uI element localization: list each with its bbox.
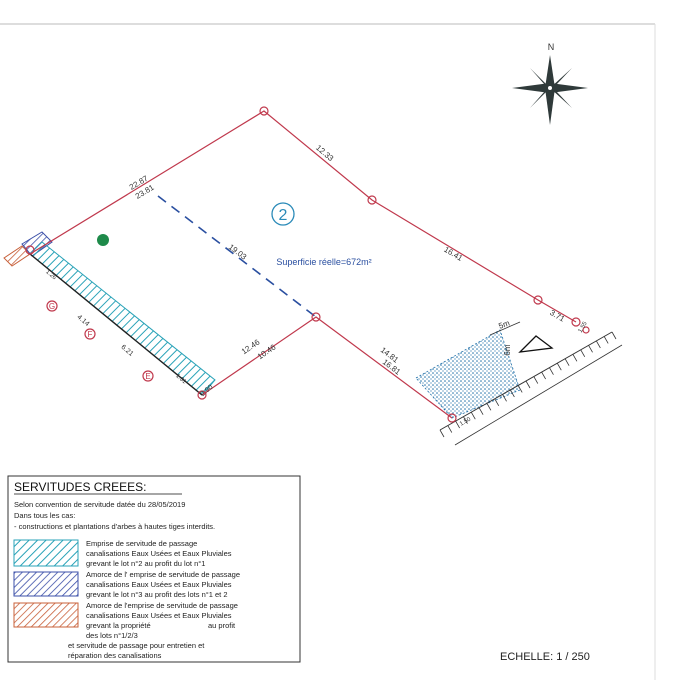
legend-item-3-line-2: canalisations Eaux Usées et Eaux Pluvial… xyxy=(86,611,232,620)
legend-title: SERVITUDES CREEES: xyxy=(14,480,146,494)
road-tick xyxy=(525,380,531,389)
point-f-label: F xyxy=(88,330,93,339)
point-g-label: G xyxy=(49,302,55,311)
boundary-marker xyxy=(259,106,269,116)
dim-left-a: 4.14 xyxy=(75,314,90,328)
road-tick xyxy=(556,362,562,371)
road-tick xyxy=(611,331,617,340)
north-label: N xyxy=(548,42,555,52)
road-tick xyxy=(517,385,523,393)
road-tick xyxy=(502,394,507,402)
dim-right-a: 16.41 xyxy=(442,245,464,263)
road-tick xyxy=(549,367,554,375)
turn-dim-5m: 5m xyxy=(497,318,511,330)
turn-dim-line xyxy=(489,321,521,336)
point-g-marker xyxy=(46,300,58,312)
road-edge-ticks xyxy=(439,331,617,438)
legend-item-2-line-2: canalisations Eaux Usées et Eaux Pluvial… xyxy=(86,580,232,589)
legend-item-1-line-1: Emprise de servitude de passage xyxy=(86,539,197,548)
boundary-marker xyxy=(311,312,321,322)
road-edge-2 xyxy=(454,344,623,446)
legend-swatch-red xyxy=(13,602,79,628)
road-tick xyxy=(494,398,500,407)
legend-item-3-line-4: des lots n°1/2/3 xyxy=(86,631,138,640)
legend-swatch-teal xyxy=(13,539,79,567)
boundary-west xyxy=(29,253,203,396)
boundary-marker xyxy=(25,245,35,255)
boundary-marker xyxy=(533,295,543,305)
dim-right-b: 3.71 xyxy=(548,308,566,324)
north-arrow-icon xyxy=(512,55,588,125)
blue-easement-start xyxy=(21,231,53,257)
road-tick xyxy=(486,403,492,411)
road-tick xyxy=(603,336,609,344)
legend-item-3-au-profit: au profit xyxy=(208,621,236,630)
road-tick xyxy=(470,411,476,420)
dim-tiny-d: 1.50 xyxy=(459,416,473,427)
boundary-marker xyxy=(447,413,457,423)
dim-tiny-c: 1.55 xyxy=(578,320,589,334)
legend-item-3-line-6: réparation des canalisations xyxy=(68,651,162,660)
road-tick xyxy=(455,420,460,429)
legend-item-1-line-2: canalisations Eaux Usées et Eaux Pluvial… xyxy=(86,549,232,558)
road-tick xyxy=(564,358,570,366)
legend-item-2-line-3: grevant le lot n°3 au profit des lots n°… xyxy=(86,590,228,599)
dim-left-b: 6.21 xyxy=(119,344,134,358)
road-tick xyxy=(596,340,601,349)
boundary-marker xyxy=(582,326,590,334)
scale-label: ECHELLE: 1 / 250 xyxy=(500,651,590,663)
point-e-marker xyxy=(142,370,154,382)
legend-item-2-line-1: Amorce de l' emprise de servitude de pas… xyxy=(86,570,240,579)
point-e-label: E xyxy=(145,372,150,381)
legend-intro-2: Dans tous les cas: xyxy=(14,511,75,520)
tree-icon xyxy=(97,234,109,246)
road-tick xyxy=(439,429,445,438)
road-tick xyxy=(572,354,578,362)
lot-number-circle xyxy=(271,202,295,226)
boundary-south xyxy=(201,316,453,419)
boundary-marker xyxy=(367,195,377,205)
lot-number: 2 xyxy=(279,207,288,224)
legend-item-3-line-1: Amorce de l'emprise de servitude de pass… xyxy=(86,601,238,610)
legend-item-1-line-3: grevant le lot n°2 au profit du lot n°1 xyxy=(86,559,205,568)
legend-box xyxy=(7,475,301,663)
boundary-north xyxy=(29,110,577,323)
road-tick xyxy=(541,371,546,380)
boundary-marker xyxy=(197,390,207,400)
road-tick xyxy=(510,389,515,398)
road-tick xyxy=(588,345,593,353)
road-tick xyxy=(463,416,468,424)
dim-top-right: 12.33 xyxy=(314,143,336,163)
area-label: Superficie réelle=672m² xyxy=(276,257,371,267)
dotted-zone xyxy=(415,329,521,419)
road-tick xyxy=(447,425,453,433)
legend-swatch-blue xyxy=(13,571,79,597)
boundary-marker xyxy=(571,317,581,327)
teal-easement-strip xyxy=(29,241,216,396)
turn-dim-6m: 6m xyxy=(503,344,512,355)
road-tick xyxy=(580,349,586,358)
point-f-marker xyxy=(84,328,96,340)
road-tick xyxy=(533,376,539,384)
legend-item-3-line-5: et servitude de passage pour entretien e… xyxy=(68,641,205,650)
triangle-icon xyxy=(518,335,554,353)
legend-intro-3: - constructions et plantations d'arbes à… xyxy=(14,522,215,531)
legend-item-3-line-3: grevant la propriété xyxy=(86,621,151,630)
road-tick xyxy=(478,407,484,415)
legend-intro-1: Selon convention de servitude datée du 2… xyxy=(14,500,185,509)
